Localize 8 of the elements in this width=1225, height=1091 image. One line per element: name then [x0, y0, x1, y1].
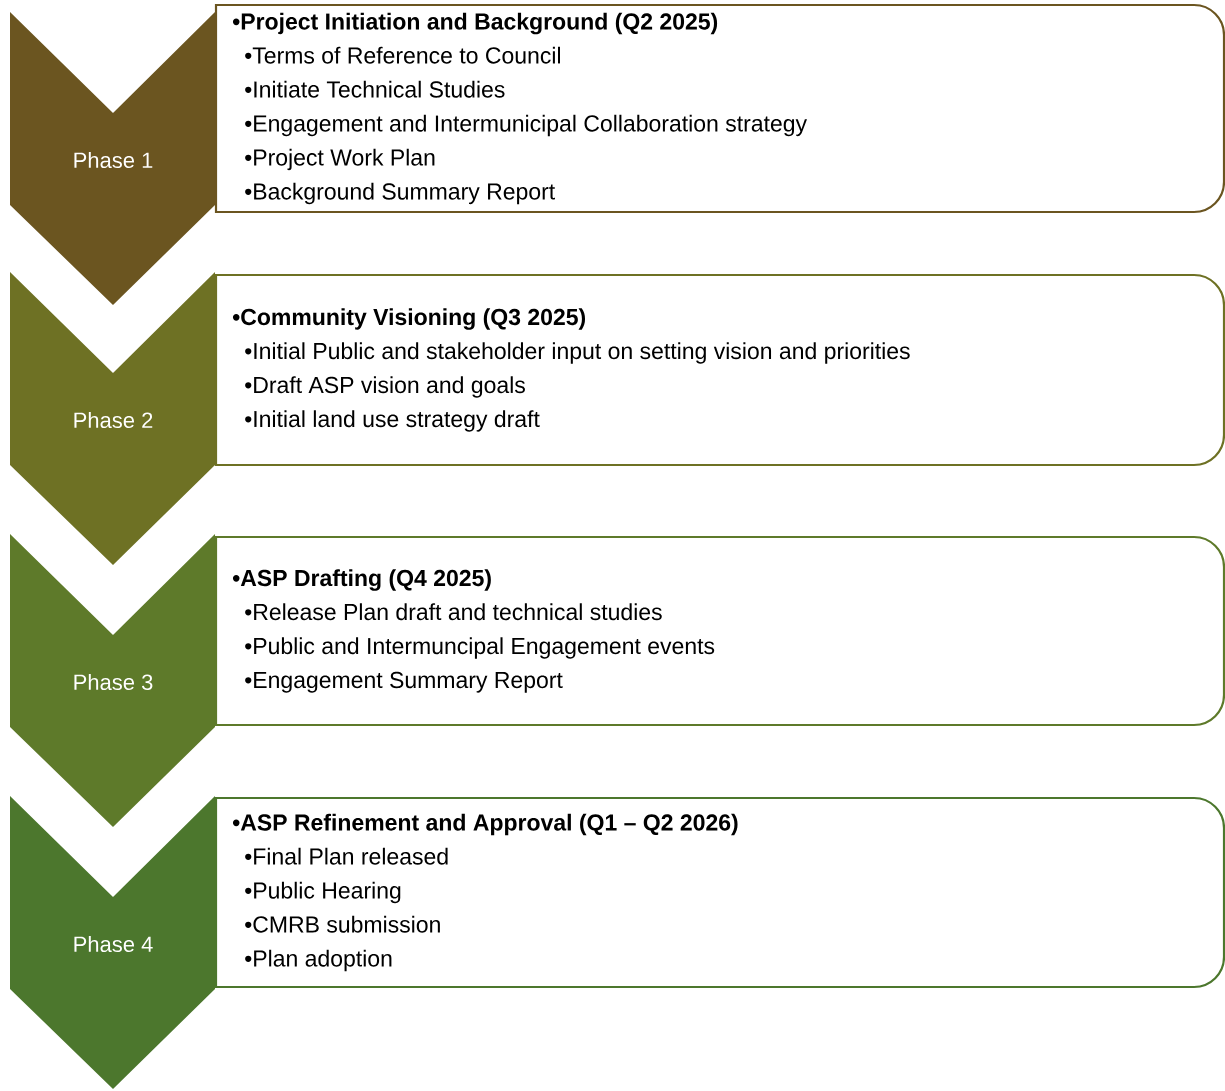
phase-banner: Phase 4 [10, 796, 215, 1089]
phase-banner: Phase 3 [10, 534, 215, 827]
phase-box: •ASP Drafting (Q4 2025) •Release Plan draft and technical studies •Public and Intermuncipal Engagement events •Engagement Summary Report [214, 535, 1225, 727]
phase-box: •Community Visioning (Q3 2025) •Initial Public and stakeholder input on setting vision and priorities •Draft ASP vision and goals •Initial land use strategy draft [214, 273, 1225, 467]
phase-banner: Phase 2 [10, 272, 215, 565]
phase-banner: Phase 1 [10, 12, 215, 305]
phase-box: •ASP Refinement and Approval (Q1 – Q2 2026) •Final Plan released •Public Hearing •CMRB submission •Plan adoption [214, 796, 1225, 989]
phase-box: •Project Initiation and Background (Q2 2025) •Terms of Reference to Council •Initiate Technical Studies •Engagement and Intermunicipal Collaboration strategy •Project Work Plan •Background Summary Report [214, 3, 1225, 214]
